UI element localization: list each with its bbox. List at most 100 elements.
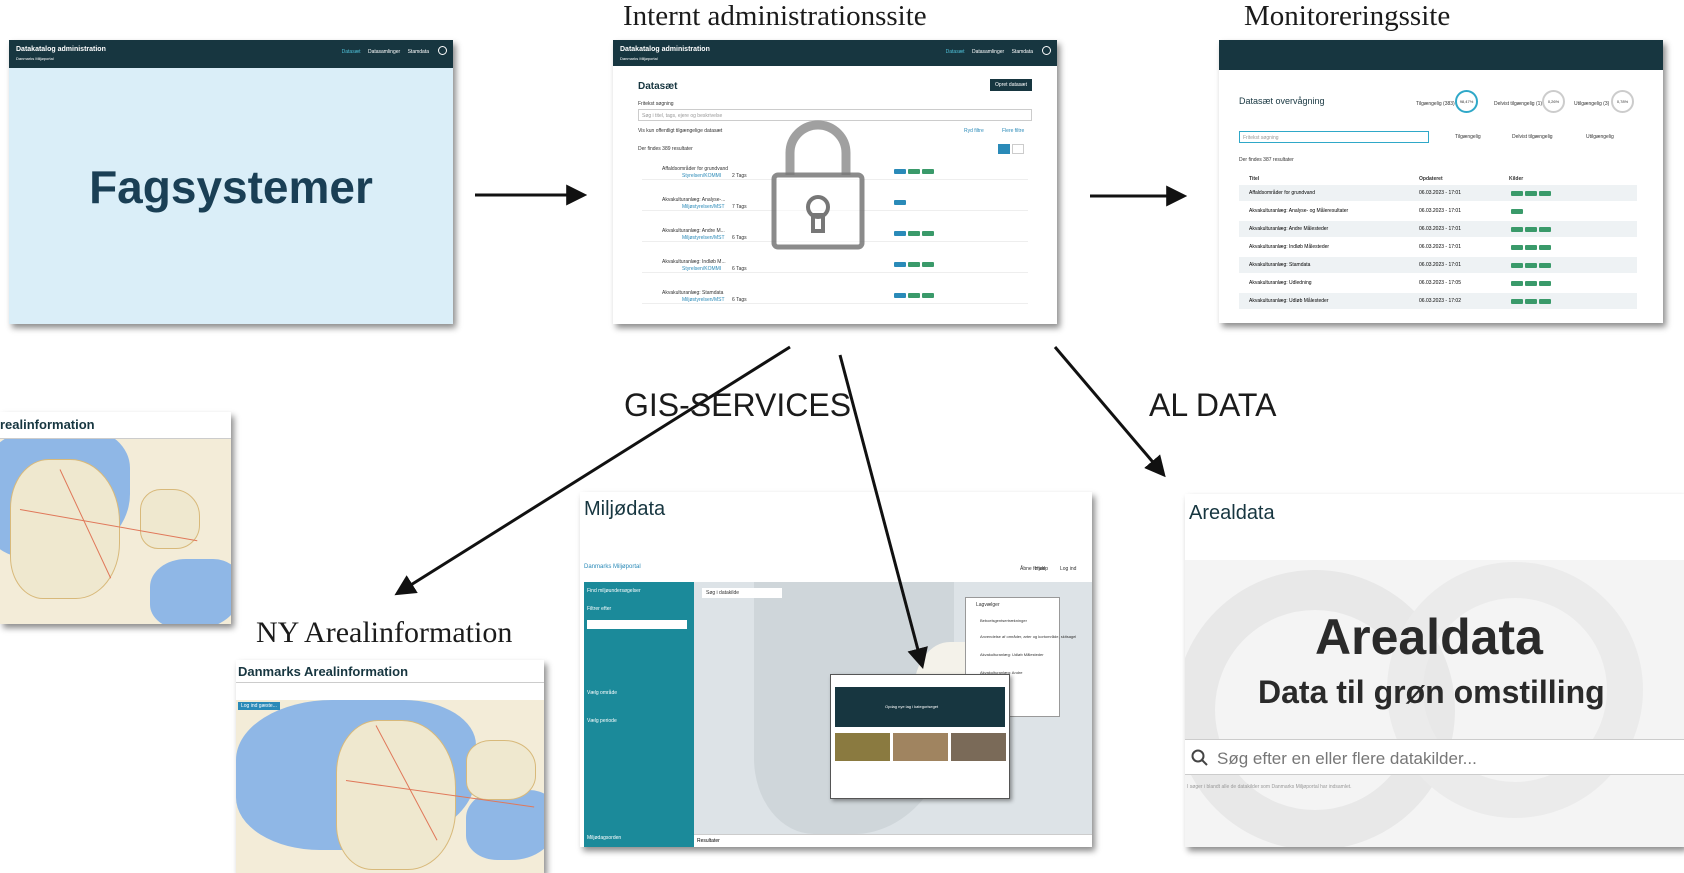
layer-item[interactable]: Akvakulturanlæg: Udløb Målesteder — [980, 652, 1044, 657]
grid-view-toggle[interactable] — [1012, 144, 1024, 154]
fagsystem-navbar: Datakatalog administration Danmarks Milj… — [9, 40, 453, 68]
label-gis-services: GIS-SERVICES — [624, 387, 852, 423]
toggle-partial[interactable]: Delvist tilgængelig — [1512, 134, 1553, 140]
arealdata-header: Arealdata — [1189, 502, 1275, 524]
hero-subtitle: Data til grøn omstilling — [1258, 674, 1605, 710]
nav-help[interactable]: Hjælp — [1035, 566, 1049, 572]
item-owner[interactable]: Miljøstyrelsen/MST — [682, 235, 725, 241]
new-arealinfo-title: Danmarks Arealinformation — [238, 664, 409, 679]
monitor-navbar — [1219, 40, 1663, 70]
arrow-to-arealdata — [1053, 346, 1166, 478]
item-tags: 6 Tags — [732, 266, 747, 272]
label-monitoring-site: Monitoreringssite — [1244, 0, 1451, 32]
list-item[interactable]: Akvakulturanlæg: Indløb M... Styrelsen/K… — [642, 257, 1028, 273]
fagsystem-nav-datasets[interactable]: Datasæt — [341, 49, 361, 55]
arealdata-hero — [1185, 560, 1684, 847]
more-filters-link[interactable]: Flere filtre — [1002, 128, 1025, 134]
background-decoration — [1185, 562, 1643, 847]
admin-nav-collections[interactable]: Datasamlinger — [971, 49, 1005, 55]
miljodata-sidebar: Find miljøundersøgelser Filtrer efter Væ… — [584, 582, 694, 847]
admin-nav-stamdata[interactable]: Stamdata — [1011, 49, 1033, 55]
public-only-checkbox[interactable]: Vis kun offentligt tilgængelige datasæt — [638, 128, 723, 134]
list-view-toggle[interactable] — [998, 144, 1010, 154]
new-arealinfo-screenshot: Danmarks Arealinformation Log ind gæste.… — [236, 660, 544, 873]
thumbnail[interactable] — [893, 733, 948, 761]
sidebar-item[interactable]: Filtrer efter — [587, 606, 612, 612]
admin-nav-title: Datakatalog administration — [620, 46, 710, 53]
stat-unavailable-label: Utilgængelig (3) — [1574, 101, 1610, 107]
clear-filters-link[interactable]: Ryd filtre — [964, 128, 984, 134]
fagsystem-nav-sub: Danmarks Miljøportal — [16, 56, 54, 61]
list-item[interactable]: Akvakulturanlæg: Stamdata Miljøstyrelsen… — [642, 288, 1028, 304]
item-owner[interactable]: Miljøstyrelsen/MST — [682, 297, 725, 303]
map[interactable] — [236, 700, 544, 873]
item-owner[interactable]: Styrelsen/KOMMI — [682, 173, 722, 179]
miljodata-screenshot: Miljødata Danmarks Miljøportal Åbne fond… — [580, 492, 1092, 847]
map[interactable] — [0, 439, 231, 624]
monitor-title: Datasæt overvågning — [1239, 96, 1325, 106]
stat-available-label: Tilgængelig (383) — [1416, 101, 1455, 107]
miljodata-title: Miljødata — [584, 498, 666, 520]
login-badge[interactable]: Log ind gæste... — [238, 702, 280, 710]
popup-header: Opdag nye lag i kategoriseget — [835, 687, 1005, 727]
sidebar-item[interactable]: Find miljøundersøgelser — [587, 588, 641, 594]
toggle-unavailable[interactable]: Utilgængelig — [1586, 134, 1614, 140]
admin-page-title: Datasæt — [638, 81, 678, 92]
stat-partial-value: 0,26% — [1542, 90, 1565, 113]
admin-search-input[interactable]: Søg i titel, tags, ejere og beskrivelse — [638, 109, 1032, 121]
column-title: Titel — [1249, 176, 1260, 182]
nav-login[interactable]: Log ind — [1060, 566, 1077, 572]
miljodata-site: Danmarks Miljøportal — [584, 564, 641, 570]
admin-results-count: Der findes 389 resultater — [638, 146, 693, 152]
stat-partial-label: Delvist tilgængelig (1) — [1494, 101, 1543, 107]
sidebar-item[interactable]: Vælg periode — [587, 718, 617, 724]
fagsystem-heading: Fagsystemer — [89, 161, 373, 213]
admin-nav-links: Datasæt Datasamlinger Stamdata — [940, 49, 1033, 55]
item-tags: 7 Tags — [732, 204, 747, 210]
item-owner[interactable]: Miljøstyrelsen/MST — [682, 204, 725, 210]
admin-nav-datasets[interactable]: Datasæt — [945, 49, 965, 55]
item-owner[interactable]: Styrelsen/KOMMI — [682, 266, 722, 272]
item-title: Affaldsområder for grundvand — [662, 166, 729, 172]
status-bar: Resultater — [694, 834, 1092, 847]
search-placeholder: Søg efter en eller flere datakilder... — [1217, 749, 1477, 768]
admin-navbar: Datakatalog administration Danmarks Milj… — [613, 40, 1057, 66]
fagsystem-nav-collections[interactable]: Datasamlinger — [367, 49, 401, 55]
item-tags: 6 Tags — [732, 297, 747, 303]
monitor-screenshot: Datasæt overvågning Tilgængelig (383) 98… — [1219, 40, 1663, 323]
layer-item[interactable]: Anvendelse af områder, arter og kortområ… — [980, 634, 1077, 639]
layer-item[interactable]: Beboelsgentsertrækninger — [980, 618, 1027, 623]
item-tags: 2 Tags — [732, 173, 747, 179]
data-popup: Opdag nye lag i kategoriseget — [830, 674, 1010, 799]
arealdata-search-input[interactable]: Søg efter en eller flere datakilder... — [1185, 739, 1684, 775]
label-new-areal: NY Arealinformation — [256, 616, 513, 649]
item-title: Akvakulturanlæg: Stamdata — [662, 290, 724, 296]
create-dataset-button[interactable]: Opret datasæt — [990, 79, 1032, 91]
fagsystem-nav-stamdata[interactable]: Stamdata — [407, 49, 429, 55]
monitor-search-input[interactable]: Fritekst søgning — [1239, 131, 1429, 143]
old-arealinfo-screenshot: realinformation — [0, 412, 231, 624]
item-tags: 6 Tags — [732, 235, 747, 241]
thumbnail[interactable] — [835, 733, 890, 761]
map-search-input[interactable]: Søg i datakilde — [702, 588, 782, 598]
layer-panel: Lagvælger Beboelsgentsertrækninger Anven… — [965, 597, 1076, 717]
sidebar-item[interactable]: Vælg område — [587, 690, 618, 696]
item-title: Akvakulturanlæg: Andre M... — [662, 228, 725, 234]
toggle-available[interactable]: Tilgængelig — [1455, 134, 1481, 140]
user-icon[interactable] — [438, 46, 447, 55]
table-row[interactable]: Akvakulturanlæg: Analyse- og Måleresulta… — [1239, 203, 1637, 219]
user-icon[interactable] — [1042, 46, 1051, 55]
sidebar-input[interactable] — [587, 620, 687, 629]
layer-item[interactable]: Akvakulturanlæg: Andre — [980, 670, 1023, 675]
layer-panel-title: Lagvælger — [976, 602, 1000, 608]
fagsystem-screenshot: Datakatalog administration Danmarks Milj… — [9, 40, 453, 324]
nav-open-funds[interactable]: Åbne fonde — [1020, 566, 1046, 572]
thumbnail[interactable] — [951, 733, 1006, 761]
